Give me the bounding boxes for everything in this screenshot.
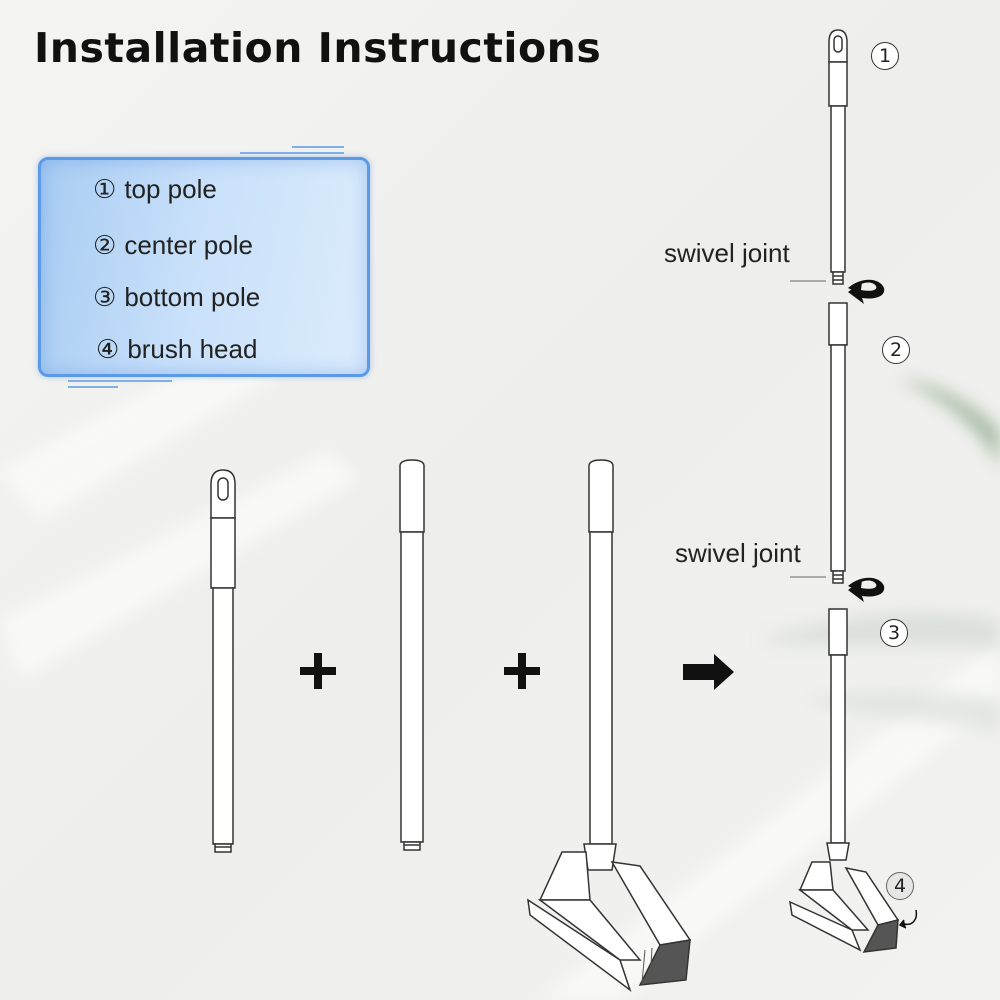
plus-icon <box>504 653 540 689</box>
top-pole-part <box>211 470 235 852</box>
swivel-joint-label: swivel joint <box>664 238 790 269</box>
center-pole-part <box>400 460 424 850</box>
plus-icon <box>300 653 336 689</box>
bottom-pole-part <box>584 460 616 870</box>
brush-head-part <box>528 852 690 990</box>
rotate-arrow-icon <box>848 578 884 602</box>
assembled-mop <box>790 30 898 952</box>
step-number-4: 4 <box>886 872 914 900</box>
swivel-joint-label: swivel joint <box>675 538 801 569</box>
rotate-arrow-icon <box>848 280 884 304</box>
rotate-arrow-icon <box>900 910 916 928</box>
arrow-right-icon <box>683 654 734 690</box>
step-number-2: 2 <box>882 336 910 364</box>
step-number-1: 1 <box>871 42 899 70</box>
step-number-3: 3 <box>880 619 908 647</box>
